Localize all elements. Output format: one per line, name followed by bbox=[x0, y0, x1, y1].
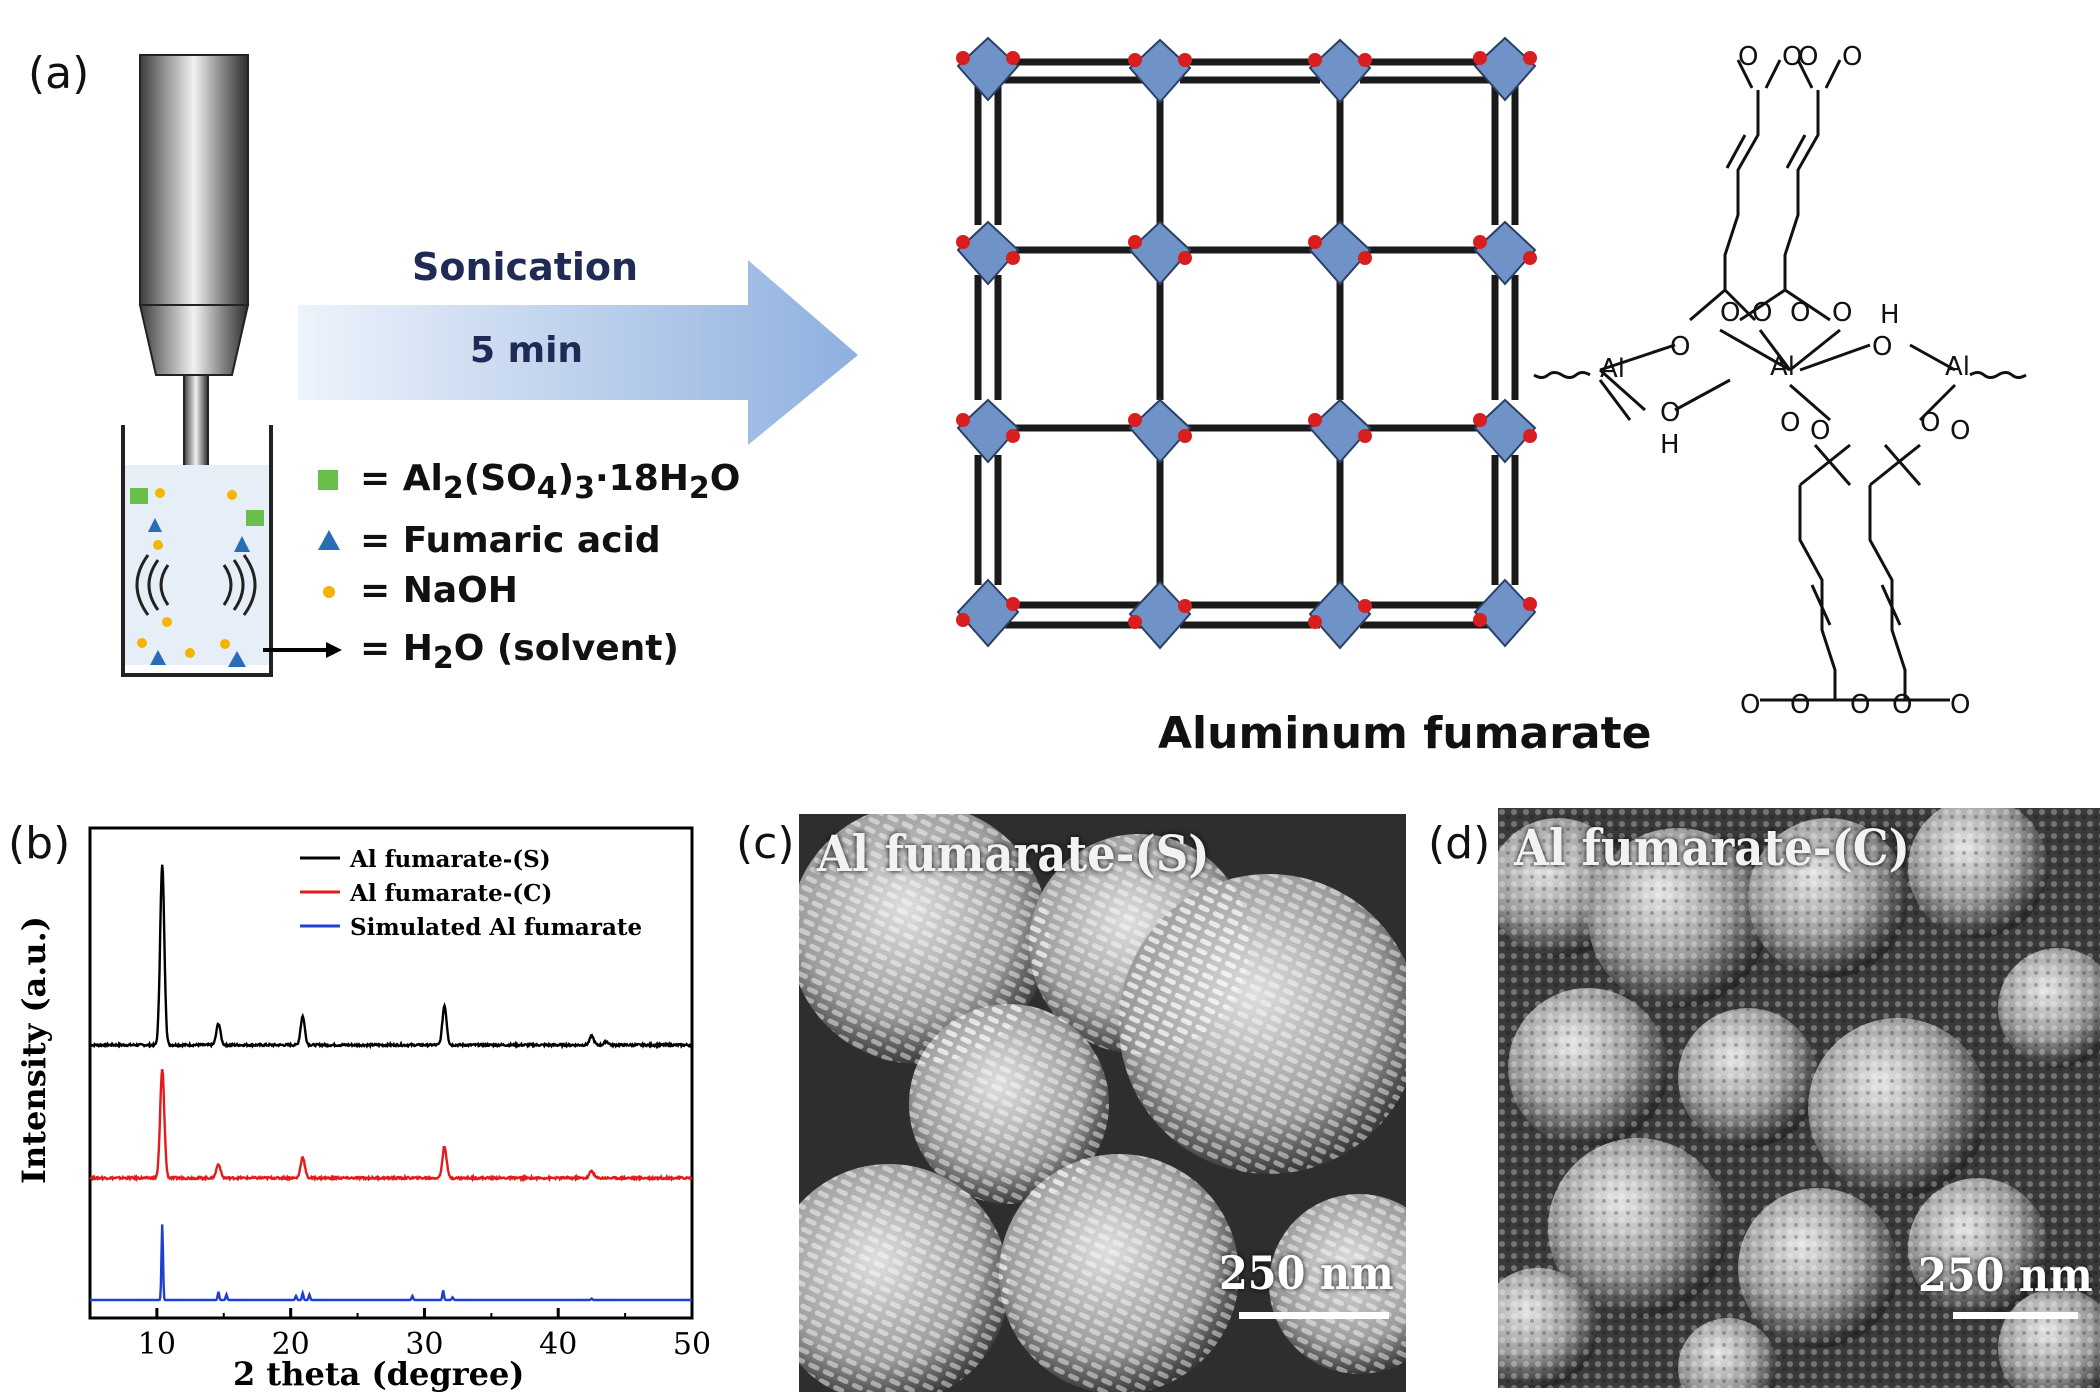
atom-label: O bbox=[1950, 416, 1971, 446]
sem-image-s: Al fumarate-(S) 250 nm bbox=[799, 814, 1406, 1392]
sem-title-c: Al fumarate-(C) bbox=[1514, 818, 1910, 877]
atom-label: O bbox=[1752, 298, 1773, 328]
arrow-label-time: 5 min bbox=[470, 330, 584, 371]
legend-item-fumaric-acid: = Fumaric acid bbox=[360, 520, 661, 561]
atom-label: O bbox=[1670, 332, 1691, 362]
atom-label: H bbox=[1880, 300, 1900, 330]
plot-frame bbox=[88, 826, 694, 1320]
legend-label: Simulated Al fumarate bbox=[350, 914, 642, 941]
legend-label: Al fumarate-(S) bbox=[349, 846, 551, 873]
atom-label: O bbox=[1920, 408, 1941, 438]
atom-label: O bbox=[1850, 690, 1871, 720]
scale-bar-label-s: 250 nm bbox=[1219, 1246, 1394, 1300]
atom-label: O bbox=[1660, 398, 1681, 428]
atom-label: O bbox=[1720, 298, 1741, 328]
atom-label: O bbox=[1892, 690, 1913, 720]
atom-label: Al bbox=[1945, 352, 1971, 382]
atom-label: Al bbox=[1600, 354, 1626, 384]
structure-title: Aluminum fumarate bbox=[1158, 708, 1652, 759]
series-line bbox=[90, 1224, 692, 1302]
x-tick-label: 50 bbox=[673, 1327, 711, 1362]
sem-image-c: Al fumarate-(C) 250 nm bbox=[1498, 808, 2100, 1388]
legend-item-naoh: = NaOH bbox=[360, 570, 518, 611]
atom-label: O bbox=[1740, 690, 1761, 720]
legend-yellow-dot bbox=[323, 586, 335, 598]
beaker bbox=[121, 425, 273, 677]
framework-structure bbox=[956, 36, 1537, 650]
scale-bar-label-c: 250 nm bbox=[1918, 1248, 2093, 1302]
legend-item-aluminum-sulfate: = Al2(SO4)3·18H2O bbox=[360, 458, 741, 507]
chemical-structure-bonds bbox=[1533, 59, 2027, 702]
panel-label-d: (d) bbox=[1428, 818, 1491, 869]
legend-label: Al fumarate-(C) bbox=[349, 880, 552, 907]
atom-label: O bbox=[1872, 332, 1893, 362]
atom-label: O bbox=[1810, 416, 1831, 446]
sem-texture-c bbox=[1498, 808, 2100, 1388]
atom-label: H bbox=[1660, 430, 1680, 460]
atom-label: Al bbox=[1770, 352, 1796, 382]
atom-label: O bbox=[1790, 690, 1811, 720]
atom-label: O bbox=[1832, 298, 1853, 328]
legend-blue-triangle bbox=[318, 530, 340, 550]
scale-bar-s bbox=[1239, 1312, 1389, 1319]
series-line bbox=[89, 1069, 693, 1183]
series-line bbox=[89, 864, 693, 1050]
atom-label: O bbox=[1738, 42, 1759, 72]
process-arrow bbox=[298, 260, 858, 445]
sem-title-s: Al fumarate-(S) bbox=[817, 824, 1210, 883]
arrow-label-sonication: Sonication bbox=[412, 245, 639, 289]
atom-label: O bbox=[1950, 690, 1971, 720]
x-tick-label: 30 bbox=[405, 1327, 443, 1362]
sem-texture-s bbox=[799, 814, 1406, 1392]
x-tick-label: 10 bbox=[138, 1327, 176, 1362]
panel-label-c: (c) bbox=[736, 818, 795, 869]
atom-label: O bbox=[1780, 408, 1801, 438]
legend-green-square bbox=[318, 470, 338, 490]
chart-ylabel: Intensity (a.u.) bbox=[15, 916, 53, 1184]
panel-label-a: (a) bbox=[28, 48, 90, 99]
scale-bar-c bbox=[1953, 1312, 2078, 1319]
atom-label: O bbox=[1790, 298, 1811, 328]
panel-label-b: (b) bbox=[8, 818, 71, 869]
atom-label: O bbox=[1798, 42, 1819, 72]
atom-label: O bbox=[1842, 42, 1863, 72]
x-tick-label: 40 bbox=[539, 1327, 577, 1362]
sonication-setup-diagram bbox=[121, 36, 2027, 702]
atom-label: O bbox=[1782, 42, 1803, 72]
chart-xlabel: 2 theta (degree) bbox=[233, 1355, 525, 1393]
legend-item-water: = H2O (solvent) bbox=[360, 628, 679, 677]
x-tick-label: 20 bbox=[272, 1327, 310, 1362]
